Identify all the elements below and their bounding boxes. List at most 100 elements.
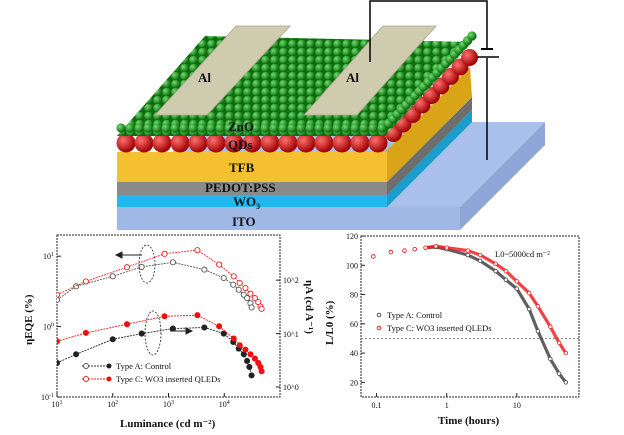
- zno-nanoparticle: [332, 123, 342, 133]
- data-point: [123, 321, 131, 328]
- y-tick-label: 100: [346, 261, 358, 270]
- data-point: [465, 252, 471, 258]
- y-tick-label-base: 10: [41, 393, 49, 402]
- quantum-dot: [278, 133, 298, 153]
- x-tick-label-exp: 4: [227, 400, 230, 406]
- zno-nanoparticle: [269, 123, 279, 133]
- y-tick-label-base: 10: [43, 252, 51, 261]
- zno-nanoparticle: [233, 123, 243, 133]
- arrow-left-icon: [114, 251, 142, 259]
- x-tick-label-base: 10: [52, 400, 60, 409]
- zno-label: ZnO: [228, 119, 254, 134]
- quantum-dot: [350, 133, 370, 153]
- right-chart-series: [371, 244, 569, 385]
- x-axis-label-luminance: Luminance (cd m⁻²): [120, 418, 216, 430]
- y-tick-label: 120: [346, 232, 358, 241]
- zno-nanoparticle: [134, 123, 144, 133]
- al-label-right: Al: [346, 70, 359, 85]
- pedot-side: [387, 97, 472, 195]
- data-point: [251, 295, 258, 302]
- zno-nanoparticle: [125, 123, 135, 133]
- y-axis-label-relative-luminance: L/L0 (%): [324, 300, 336, 345]
- x-tick-label-exp: 2: [115, 400, 118, 406]
- x-tick-label: 104: [219, 400, 230, 409]
- al-electrode-right: [303, 25, 437, 116]
- x-tick-label-base: 1: [445, 401, 449, 410]
- y-tick-label: 100: [43, 323, 54, 332]
- data-point: [230, 273, 237, 280]
- data-point: [230, 335, 237, 342]
- data-point: [161, 313, 168, 320]
- data-point: [251, 355, 258, 362]
- data-point: [503, 268, 509, 274]
- zno-nanoparticle: [161, 123, 171, 133]
- quantum-dot: [116, 133, 136, 153]
- data-point: [236, 279, 243, 287]
- legend-entry-wo3: Type C: WO3 inserted QLEDs: [82, 374, 221, 384]
- quantum-dot: [152, 133, 172, 153]
- tfb-front: [117, 152, 387, 182]
- data-point: [244, 357, 251, 365]
- legend-label-wo3: Type C: WO3 inserted QLEDs: [116, 374, 221, 384]
- y-tick-label-base: 40: [350, 349, 358, 358]
- data-point: [526, 306, 532, 312]
- data-point: [220, 330, 227, 337]
- data-point: [371, 254, 376, 259]
- zno-nanoparticle: [323, 123, 333, 133]
- data-point: [161, 250, 168, 257]
- y-tick-label-base: 80: [350, 291, 358, 300]
- data-point: [388, 249, 394, 255]
- legend-label-control: Type A: Control: [116, 361, 172, 371]
- data-point: [493, 268, 498, 274]
- data-point: [123, 264, 131, 271]
- wo3-side: [387, 110, 472, 207]
- data-point: [242, 346, 249, 353]
- x-tick-label: 102: [107, 400, 118, 409]
- legend-label-wo3-right: Type C: WO3 inserted QLEDs: [387, 323, 492, 333]
- zno-nanoparticle: [116, 123, 126, 133]
- zno-nanoparticle: [224, 123, 234, 133]
- data-point: [423, 245, 428, 250]
- quantum-dot: [224, 133, 244, 153]
- y-axis-label-current-efficiency: ηA (cd A⁻¹): [303, 280, 315, 334]
- zno-nanoparticle: [377, 123, 387, 133]
- right-chart-legend: Type A: Control Type C: WO3 inserted QLE…: [376, 310, 492, 333]
- legend-entry-control: Type A: Control: [82, 361, 172, 371]
- data-point: [563, 380, 569, 385]
- data-point: [402, 248, 407, 253]
- data-point: [526, 290, 532, 296]
- data-point: [82, 329, 89, 336]
- data-point: [244, 295, 251, 302]
- x-tick-label-base: 10: [163, 400, 171, 409]
- wo3-label: WO3: [233, 194, 260, 211]
- quantum-dot: [368, 133, 388, 153]
- quantum-dot: [314, 133, 334, 153]
- eqe-curve-group-ellipse: [138, 244, 156, 284]
- quantum-dot: [296, 133, 316, 153]
- data-point: [444, 245, 449, 250]
- data-point: [465, 248, 471, 253]
- y-tick-label: 20: [350, 378, 358, 387]
- x-tick-label-base: 0.1: [372, 401, 382, 410]
- data-point: [493, 261, 498, 267]
- legend-marker-control: [376, 312, 382, 318]
- data-point: [109, 273, 116, 280]
- plot-frame-right: [360, 235, 580, 398]
- zno-nanoparticle: [359, 123, 369, 133]
- data-point: [57, 359, 61, 366]
- data-point: [109, 336, 116, 343]
- x-tick-label: 0.1: [372, 401, 382, 410]
- zno-nanoparticle: [143, 123, 153, 133]
- data-point: [477, 258, 483, 264]
- quantum-dot: [206, 133, 226, 153]
- data-point: [201, 324, 208, 331]
- zno-nanoparticle: [179, 123, 189, 133]
- data-point: [477, 252, 483, 258]
- data-point: [514, 286, 520, 291]
- zno-nanoparticle: [260, 123, 270, 133]
- wo3-label-main: WO: [233, 194, 256, 209]
- zno-nanoparticle: [251, 123, 261, 133]
- quantum-dot: [188, 133, 208, 153]
